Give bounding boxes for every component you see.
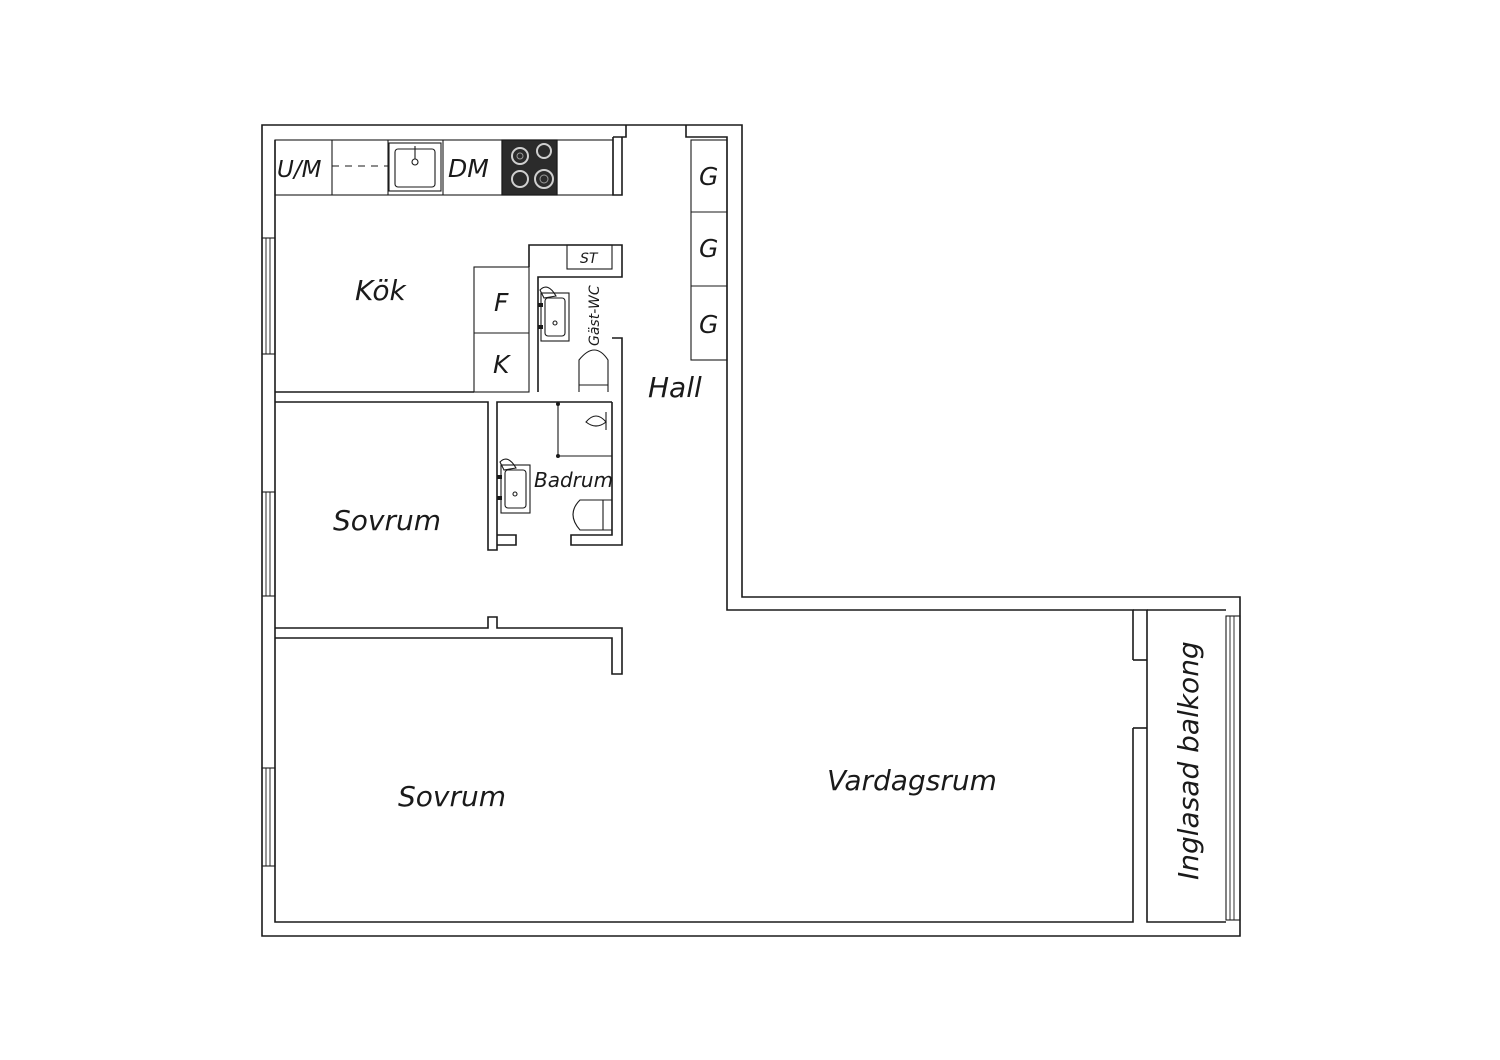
shower [556,402,612,458]
room-label-kitchen: Kök [355,274,407,307]
stove [501,139,558,196]
window-bedroom-2 [261,767,276,867]
wardrobe-label-3: G [699,310,718,339]
room-label-balcony: Inglasad balkong [1172,641,1205,880]
window-bedroom-1 [261,491,276,597]
fridge-label: F [494,288,509,317]
room-label-bedroom-2: Sovrum [398,780,506,813]
guest-wc-toilet [578,349,609,392]
fridge-freezer-unit [473,266,530,393]
bathroom-sink [497,458,531,514]
guest-wc-label: Gäst-WC [587,285,603,346]
wardrobe-label-2: G [699,234,718,263]
storage-label: ST [580,251,599,267]
kitchen-counter [274,139,614,196]
wardrobes [690,139,728,361]
guest-wc-sink [538,286,570,342]
room-label-hall: Hall [648,371,702,404]
oven-microwave-label: U/M [277,157,322,183]
room-label-living-room: Vardagsrum [827,764,997,797]
storage-cabinet [566,244,613,270]
window-balcony [1225,615,1241,921]
wardrobe-label-1: G [699,162,718,191]
bathroom-toilet [572,499,612,531]
room-label-bedroom-1: Sovrum [333,504,441,537]
kitchen-sink [388,142,442,192]
room-label-bathroom: Badrum [534,468,613,492]
dishwasher-label: DM [448,154,489,183]
freezer-label: K [493,350,512,379]
window-kitchen [261,237,276,355]
interior-walls [275,137,1226,923]
